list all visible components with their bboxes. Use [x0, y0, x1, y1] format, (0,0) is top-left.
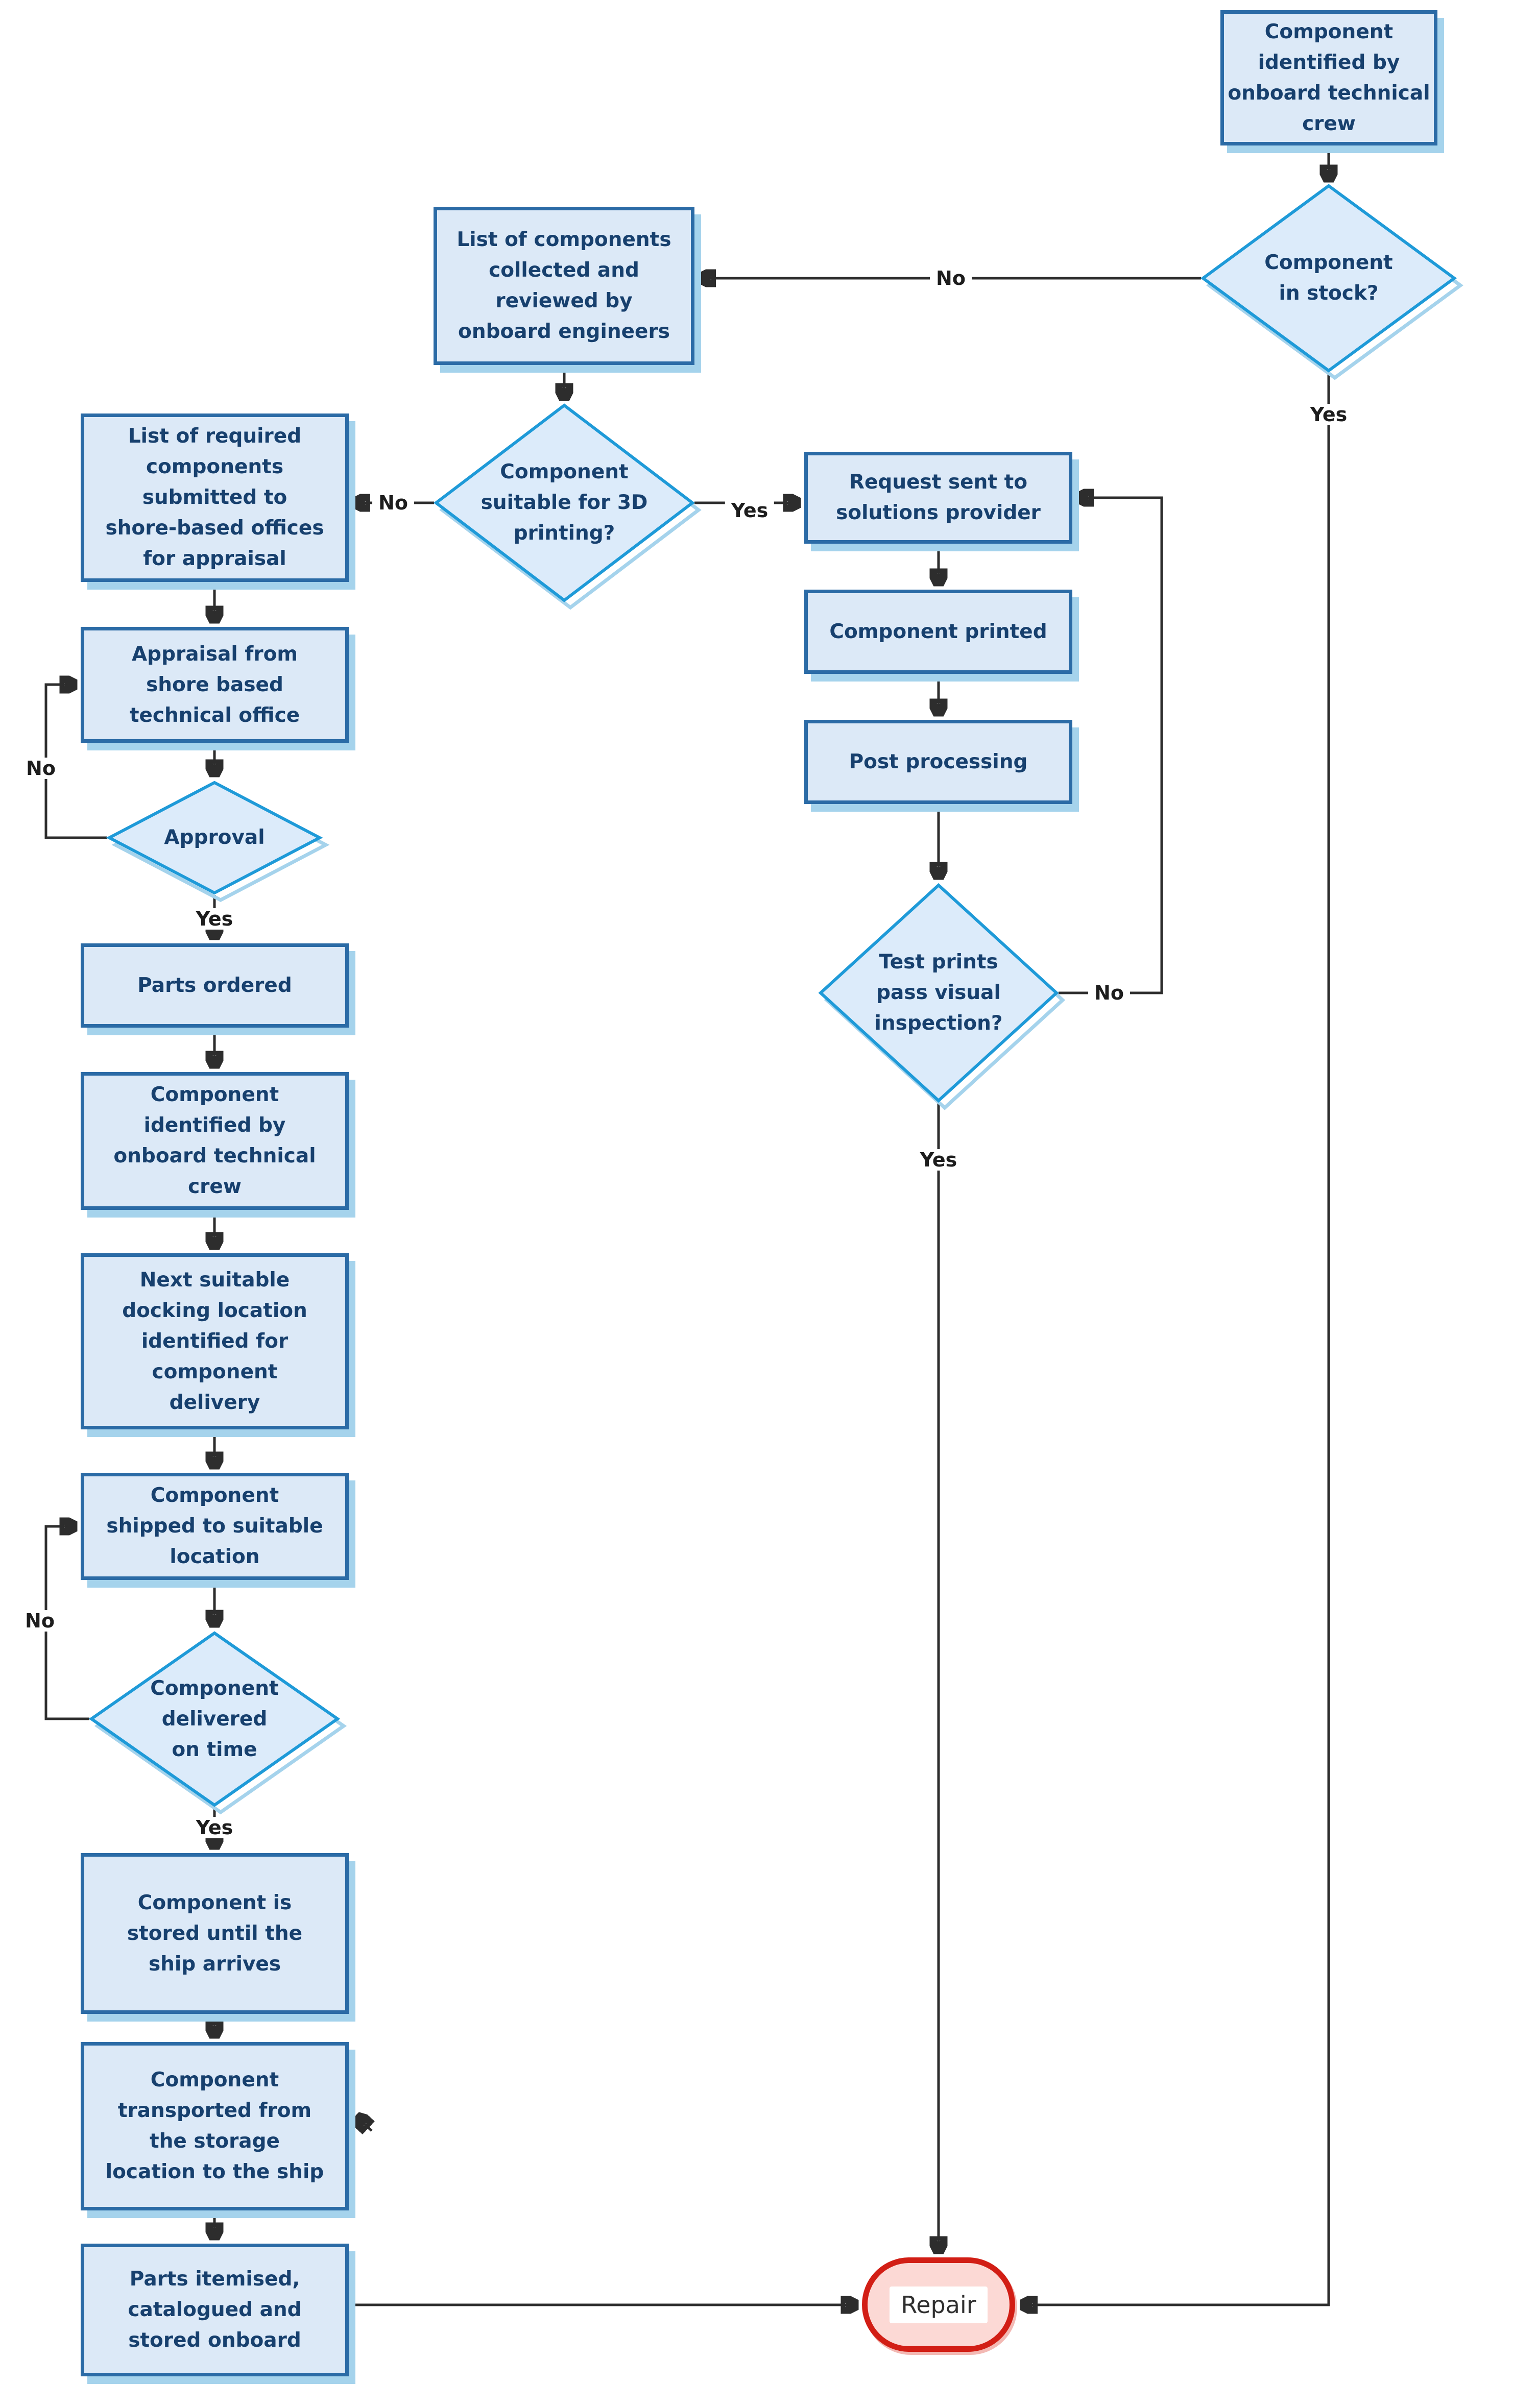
diamond-shape [106, 781, 330, 902]
diamond-shape [434, 403, 702, 610]
diamond-shape [1200, 184, 1463, 380]
edge-label-inspection-yes: Yes [914, 1149, 964, 1171]
diamond-shape [818, 883, 1066, 1110]
node-component-identified-start: Component identified by onboard technica… [1220, 10, 1437, 145]
decision-delivered-on-time: Component delivered on time [88, 1631, 347, 1815]
node-request-solutions-provider: Request sent to solutions provider [804, 452, 1072, 544]
node-label: Component shipped to suitable location [106, 1484, 323, 1568]
node-list-components-collected: List of components collected and reviewe… [434, 207, 694, 365]
node-component-stored: Component is stored until the ship arriv… [81, 1853, 349, 2014]
edge-label-stock-yes: Yes [1304, 404, 1354, 425]
node-list-required-components: List of required components submitted to… [81, 414, 349, 582]
node-label: Parts ordered [137, 974, 292, 997]
edge-label-delivered-yes: Yes [189, 1817, 239, 1838]
decision-component-in-stock: Component in stock? [1200, 184, 1463, 380]
edge-label-approval-yes: Yes [189, 908, 239, 930]
node-label: List of components collected and reviewe… [457, 228, 671, 343]
node-post-processing: Post processing [804, 720, 1072, 804]
decision-suitable-for-3d-printing: Component suitable for 3D printing? [434, 403, 702, 610]
node-label: Component is stored until the ship arriv… [127, 1891, 303, 1976]
node-label: Parts itemised, catalogued and stored on… [128, 2268, 302, 2352]
node-component-transported: Component transported from the storage l… [81, 2042, 349, 2210]
edge-label-stock-no: No [930, 267, 972, 289]
node-label: Request sent to solutions provider [836, 471, 1041, 524]
edge-stock-yes-to-repair [1022, 373, 1330, 2305]
node-label: Test prints pass visual inspection? [874, 951, 1003, 1035]
node-label: Component suitable for 3D printing? [481, 460, 648, 545]
node-label: Component delivered on time [150, 1676, 279, 1761]
node-label: Component in stock? [1264, 251, 1393, 305]
node-label: Approval [164, 826, 265, 849]
node-component-printed: Component printed [804, 590, 1072, 674]
edge-label-printing-no: No [372, 492, 414, 514]
node-component-identified-crew: Component identified by onboard technica… [81, 1072, 349, 1210]
edge-inspection-no-loop [1059, 498, 1163, 994]
node-label: Component identified by onboard technica… [1228, 20, 1430, 135]
node-label: List of required components submitted to… [105, 425, 324, 570]
node-parts-ordered: Parts ordered [81, 943, 349, 1028]
node-label: Next suitable docking location identifie… [122, 1268, 307, 1414]
node-label: Component printed [829, 620, 1047, 643]
node-label: Component transported from the storage l… [105, 2069, 324, 2183]
node-label: Appraisal from shore based technical off… [129, 642, 300, 727]
decision-approval: Approval [106, 781, 330, 902]
terminal-repair: Repair [862, 2257, 1015, 2352]
node-label: Post processing [849, 750, 1028, 773]
edge-label-approval-no: No [20, 758, 62, 779]
decision-test-prints-inspection: Test prints pass visual inspection? [818, 883, 1066, 1110]
node-label: Component identified by onboard technica… [113, 1083, 316, 1198]
node-docking-location: Next suitable docking location identifie… [81, 1253, 349, 1429]
edge-label-delivered-no: No [19, 1610, 61, 1632]
node-component-shipped: Component shipped to suitable location [81, 1473, 349, 1580]
edge-stray-arrowhead [357, 2118, 372, 2131]
node-label: Repair [890, 2286, 988, 2323]
edge-label-printing-yes: Yes [725, 500, 775, 521]
node-parts-itemised: Parts itemised, catalogued and stored on… [81, 2244, 349, 2376]
diamond-shape [88, 1631, 347, 1815]
edge-label-inspection-no: No [1088, 982, 1130, 1004]
node-appraisal-shore-office: Appraisal from shore based technical off… [81, 627, 349, 743]
